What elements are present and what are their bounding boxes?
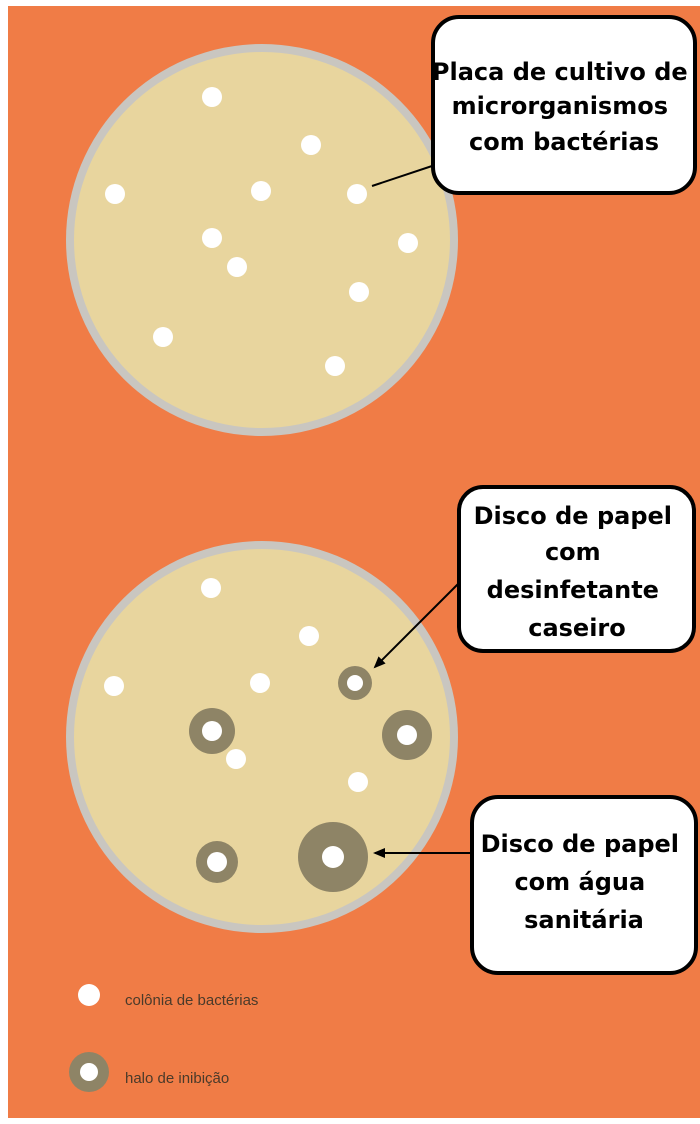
- callout-dish-line: microrganismos: [452, 92, 668, 120]
- bacteria-colony: [348, 772, 368, 792]
- arrow-disinfectant: [373, 579, 463, 669]
- bacteria-colony: [202, 228, 222, 248]
- legend-halo-icon-center: [80, 1063, 98, 1081]
- bacteria-colony: [398, 233, 418, 253]
- petri-dish-bottom: [66, 541, 458, 933]
- halo-disc-disinfectant: [338, 666, 372, 700]
- bacteria-colony: [347, 184, 367, 204]
- petri-dish-top: [66, 44, 458, 436]
- bacteria-colony: [201, 578, 221, 598]
- legend-halo-label: halo de inibição: [125, 1070, 229, 1087]
- legend-colony-icon: [78, 984, 100, 1006]
- callout-box: [457, 485, 696, 653]
- callout-bleach: Disco de papel com água sanitária: [470, 795, 698, 975]
- bacteria-colony: [105, 184, 125, 204]
- pointer-line-dish: [371, 162, 442, 187]
- callout-bleach-line: com água: [514, 868, 645, 896]
- bacteria-colony: [226, 749, 246, 769]
- callout-disinfectant-text: Disco de papel com desinfetante caseiro: [474, 502, 681, 642]
- bacteria-colony: [251, 181, 271, 201]
- callout-box: [470, 795, 698, 975]
- callout-bleach-line: Disco de papel: [481, 830, 679, 858]
- agar-surface: [74, 52, 450, 428]
- bacteria-colony: [349, 282, 369, 302]
- bacteria-colony: [299, 626, 319, 646]
- halo-disc-bottom-left: [196, 841, 238, 883]
- bacteria-colony: [250, 673, 270, 693]
- callout-disinfectant-line: caseiro: [528, 614, 626, 642]
- bacteria-colony: [227, 257, 247, 277]
- bacteria-colony: [104, 676, 124, 696]
- callout-dish-text: Placa de cultivo de microrganismos com b…: [432, 58, 696, 156]
- bacteria-colony: [301, 135, 321, 155]
- callout-dish-line: Placa de cultivo de: [432, 58, 688, 86]
- callout-disinfectant: Disco de papel com desinfetante caseiro: [457, 485, 696, 653]
- bacteria-colony: [202, 87, 222, 107]
- callout-disinfectant-line: com: [545, 538, 601, 566]
- callout-disinfectant-line: desinfetante: [487, 576, 659, 604]
- legend-colony-label: colônia de bactérias: [125, 992, 258, 1009]
- halo-disc-right: [382, 710, 432, 760]
- callout-bleach-text: Disco de papel com água sanitária: [481, 830, 688, 934]
- callout-box: [431, 15, 697, 195]
- callout-dish-line: com bactérias: [469, 128, 659, 156]
- halo-disc-bleach: [298, 822, 368, 892]
- halo-disc-left: [189, 708, 235, 754]
- legend: colônia de bactérias halo de inibição: [69, 984, 258, 1092]
- callout-disinfectant-line: Disco de papel: [474, 502, 672, 530]
- callout-dish: Placa de cultivo de microrganismos com b…: [431, 15, 697, 195]
- bacteria-colony: [325, 356, 345, 376]
- callout-bleach-line: sanitária: [524, 906, 644, 934]
- bacteria-colony: [153, 327, 173, 347]
